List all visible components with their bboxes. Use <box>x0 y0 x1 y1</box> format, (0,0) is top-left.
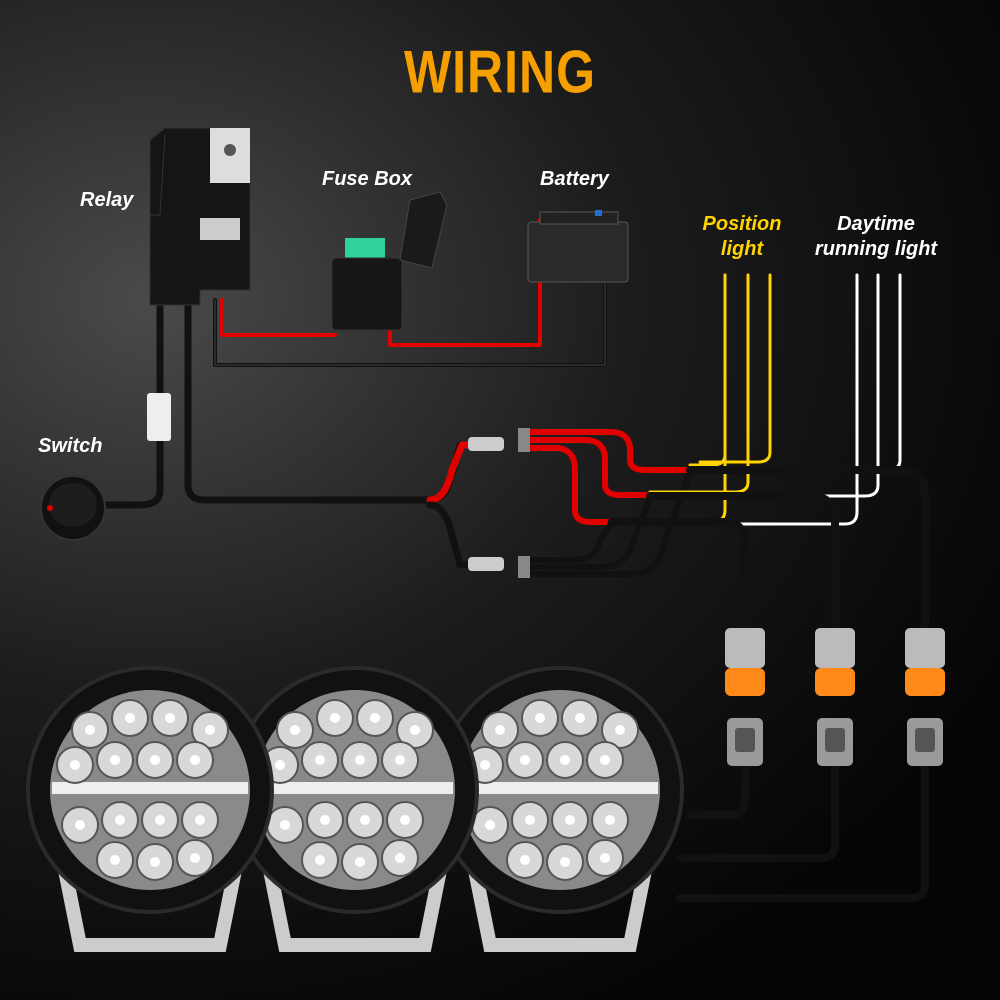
position-light-label-1: Position <box>703 213 782 235</box>
wires <box>101 218 929 902</box>
switch-wire <box>101 296 164 509</box>
connector-female <box>815 668 855 696</box>
drl-label-1: Daytime <box>837 213 915 235</box>
relay <box>149 127 251 306</box>
title: WIRING <box>404 38 596 105</box>
relay-harness-wire <box>184 296 464 504</box>
lights <box>26 666 684 952</box>
battery-label: Battery <box>540 168 610 190</box>
negative-terminal <box>595 210 602 216</box>
connector-pair <box>905 628 945 766</box>
connector-pair <box>725 628 765 766</box>
harness-positive-wire <box>426 441 474 504</box>
fuse-box-label: Fuse Box <box>322 168 413 190</box>
connectors <box>725 628 945 766</box>
connector-pair <box>815 628 855 766</box>
fuse-box <box>331 191 448 331</box>
switch-connector <box>147 393 171 441</box>
drl-bar <box>462 782 658 794</box>
battery <box>527 210 629 283</box>
position-light-label-2: light <box>721 238 765 260</box>
switch-indicator <box>47 505 53 511</box>
terminals <box>468 428 530 578</box>
harness-ground-wire <box>426 501 474 569</box>
drl-bar <box>257 782 453 794</box>
drl-label-2: running light <box>815 238 939 260</box>
relay-label: Relay <box>80 189 134 211</box>
drl-bar <box>52 782 248 794</box>
driving-light <box>26 666 274 952</box>
driving-light <box>231 666 479 952</box>
ground-wire-highlight <box>214 244 606 366</box>
relay-fuse-wire <box>220 298 337 337</box>
switch-label: Switch <box>38 435 102 457</box>
connector-female <box>725 668 765 696</box>
switch <box>40 475 106 541</box>
connector-female <box>905 668 945 696</box>
driving-light <box>436 666 684 952</box>
